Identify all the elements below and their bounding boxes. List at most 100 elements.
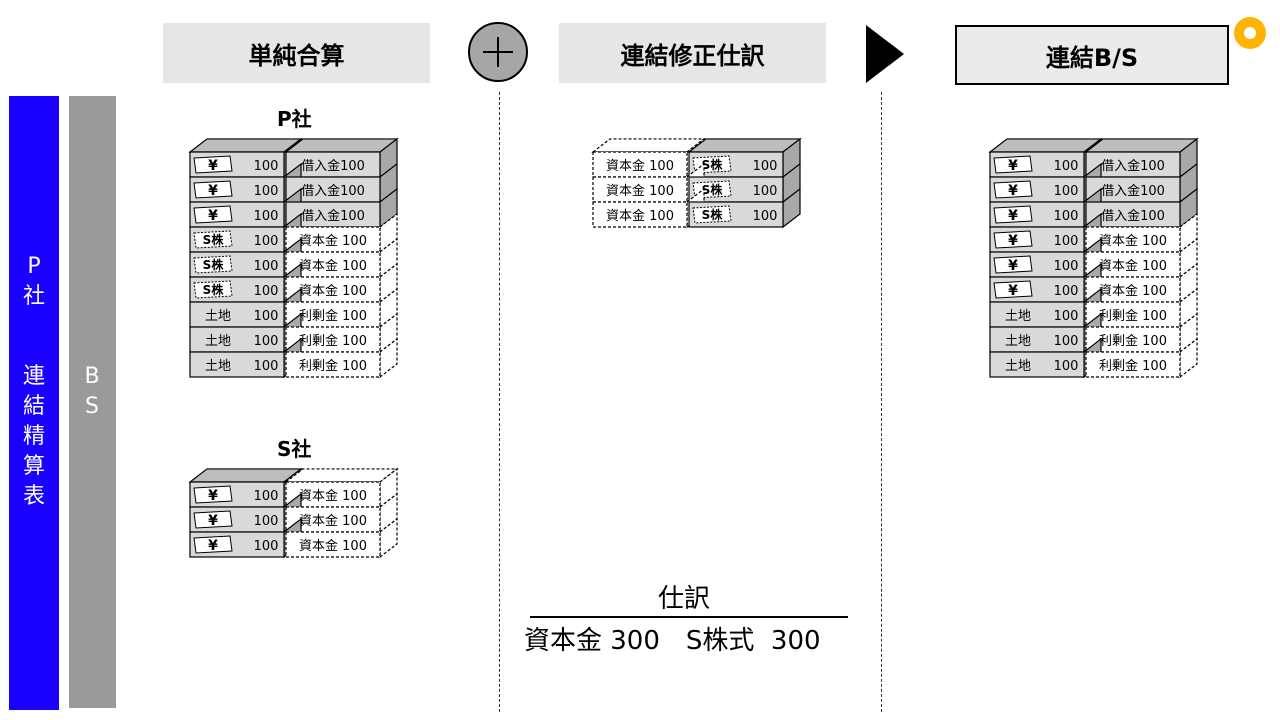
block-yen: ¥100 (188, 137, 303, 179)
adjustment-title: 連結修正仕訳 (620, 41, 765, 70)
arrow-right-icon (866, 25, 904, 83)
block-retained: 利剰金 100 (285, 287, 398, 329)
block-amount: 100 (254, 234, 279, 249)
svg-text:¥: ¥ (1008, 208, 1018, 224)
block-amount: 100 (254, 359, 279, 374)
bs-sidebar-bar (69, 96, 116, 708)
block-stock: S株 100 (189, 212, 302, 254)
block-capital: 資本金 100 (285, 492, 398, 534)
borrowing-label: 借入金100 (1101, 183, 1165, 199)
block-land: 土地 100 (989, 312, 1102, 354)
capital-label: 資本金 100 (299, 233, 367, 249)
journal-underline (530, 616, 848, 618)
retained-earnings-label: 利剰金 100 (299, 308, 367, 324)
yen-bill-icon: ¥ (993, 155, 1033, 174)
svg-text:S株: S株 (203, 257, 225, 272)
block-capital: 資本金 100 (592, 162, 705, 204)
bs-vertical-label: B S (84, 364, 100, 419)
block-capital: 資本金 100 (1085, 212, 1198, 254)
simple-sum-header: 単純合算 (163, 23, 430, 83)
block-amount: 100 (1054, 334, 1079, 349)
svg-text:¥: ¥ (1008, 158, 1018, 174)
borrowing-label: 借入金100 (1101, 158, 1165, 174)
yen-bill-icon: ¥ (993, 205, 1033, 224)
block-amount: 100 (254, 284, 279, 299)
capital-label: 資本金 100 (1099, 233, 1167, 249)
capital-label: 資本金 100 (606, 183, 674, 199)
capital-label: 資本金 100 (299, 258, 367, 274)
yen-bill-icon: ¥ (993, 180, 1033, 199)
block-amount: 100 (254, 259, 279, 274)
simple-sum-title: 単純合算 (248, 41, 345, 70)
block-stock: S株 100 (688, 187, 801, 229)
ring-marker-icon (1234, 17, 1266, 49)
svg-text:S株: S株 (203, 282, 225, 297)
borrowing-label: 借入金100 (301, 208, 365, 224)
block-capital: 資本金 100 (285, 517, 398, 559)
s-stock-certificate-icon: S株 (193, 230, 233, 249)
svg-text:¥: ¥ (1008, 283, 1018, 299)
capital-label: 資本金 100 (299, 513, 367, 529)
block-yen: ¥100 (989, 212, 1102, 254)
capital-label: 資本金 100 (1099, 258, 1167, 274)
block-amount: 100 (254, 209, 279, 224)
block-amount: 100 (1054, 159, 1079, 174)
block-borrow: 借入金100 (285, 162, 398, 204)
block-amount: 100 (1054, 234, 1079, 249)
block-amount: 100 (753, 184, 778, 199)
retained-earnings-label: 利剰金 100 (1099, 333, 1167, 349)
capital-label: 資本金 100 (299, 283, 367, 299)
block-capital: 資本金 100 (591, 137, 706, 179)
s-stock-certificate-icon: S株 (692, 205, 732, 224)
yen-bill-icon: ¥ (193, 205, 233, 224)
block-capital: 資本金 100 (285, 262, 398, 304)
block-capital: 資本金 100 (1085, 237, 1198, 279)
adjustment-header: 連結修正仕訳 (559, 23, 826, 83)
block-borrow: 借入金100 (1084, 137, 1199, 179)
block-land: 土地 100 (989, 337, 1102, 379)
land-label: 土地 (205, 309, 231, 324)
block-amount: 100 (254, 334, 279, 349)
block-amount: 100 (753, 159, 778, 174)
block-amount: 100 (753, 209, 778, 224)
capital-label: 資本金 100 (1099, 283, 1167, 299)
block-retained: 利剰金 100 (285, 337, 398, 379)
block-amount: 100 (1054, 359, 1079, 374)
capital-label: 資本金 100 (299, 538, 367, 554)
capital-label: 資本金 100 (606, 158, 674, 174)
worksheet-vertical-label: 連 結 精 算 表 (22, 364, 45, 509)
retained-earnings-label: 利剰金 100 (1099, 358, 1167, 374)
p-company-label: P社 (277, 107, 312, 131)
land-label: 土地 (205, 359, 231, 374)
svg-text:¥: ¥ (1008, 183, 1018, 199)
svg-text:¥: ¥ (208, 158, 218, 174)
block-amount: 100 (1054, 284, 1079, 299)
borrowing-label: 借入金100 (301, 158, 365, 174)
consolidation-sidebar-bar (9, 96, 59, 710)
block-capital: 資本金 100 (285, 237, 398, 279)
consolidated-bs-header: 連結B/S (955, 25, 1229, 85)
separator-line-right (881, 92, 882, 712)
block-yen: ¥100 (988, 137, 1103, 179)
yen-bill-icon: ¥ (193, 535, 233, 554)
svg-text:¥: ¥ (208, 208, 218, 224)
yen-bill-icon: ¥ (193, 510, 233, 529)
retained-earnings-label: 利剰金 100 (1099, 308, 1167, 324)
borrowing-label: 借入金100 (301, 183, 365, 199)
block-amount: 100 (254, 159, 279, 174)
svg-text:S株: S株 (702, 207, 724, 222)
block-yen: ¥100 (188, 467, 303, 509)
land-label: 土地 (1005, 334, 1031, 349)
borrowing-label: 借入金100 (1101, 208, 1165, 224)
svg-text:¥: ¥ (208, 513, 218, 529)
svg-text:¥: ¥ (208, 488, 218, 504)
block-amount: 100 (1054, 209, 1079, 224)
consolidated-bs-title: 連結B/S (1045, 43, 1139, 72)
svg-text:¥: ¥ (1008, 258, 1018, 274)
block-capital: 資本金 100 (1085, 262, 1198, 304)
block-amount: 100 (254, 309, 279, 324)
